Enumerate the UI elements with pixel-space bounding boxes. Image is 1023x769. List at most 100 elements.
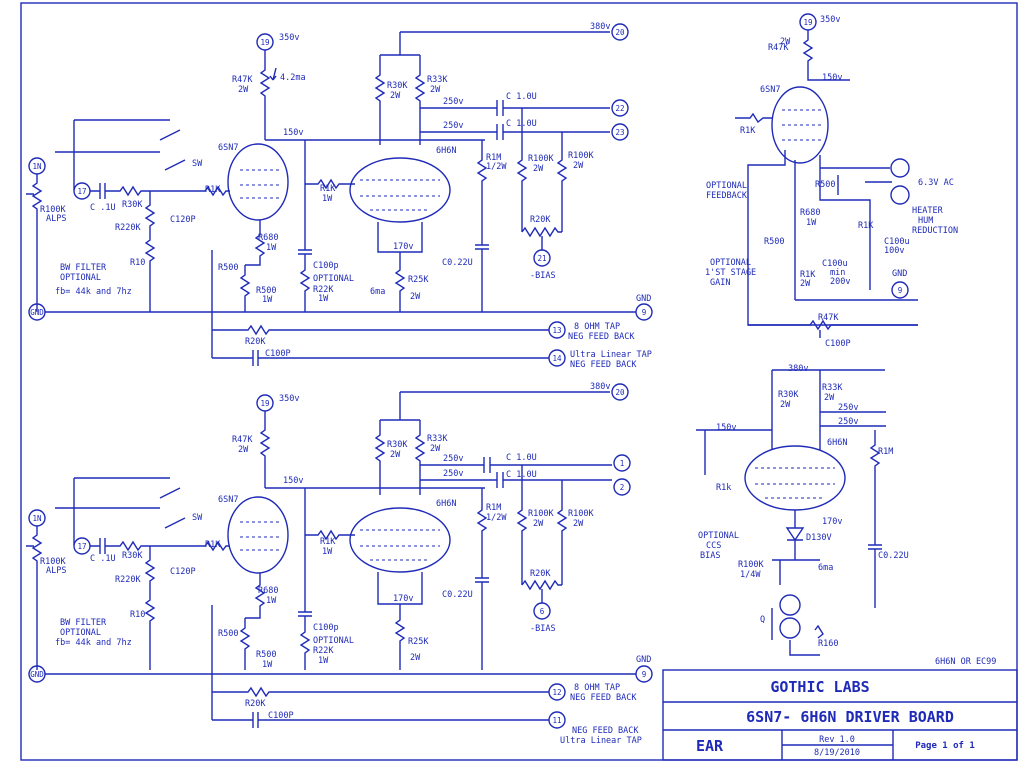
r1m-label-b: R1M	[486, 503, 501, 513]
r1m-label: R1M	[486, 153, 501, 163]
interstage-optional	[298, 140, 312, 312]
hum-150-label: 150v	[822, 73, 842, 83]
r100kc-label-b: R100K	[568, 509, 594, 519]
node-12-circle	[548, 683, 566, 701]
hum-g2: 1'ST STAGE	[705, 268, 756, 278]
r30k-label: R30K	[387, 81, 408, 91]
input-pot-alps-b: ALPS	[46, 566, 66, 576]
node-11-circle	[548, 711, 566, 729]
b-plus-350-label: 350v	[279, 33, 299, 43]
ccs-emitter	[771, 608, 824, 656]
interstage-optional-b	[298, 488, 312, 670]
node-19-label: 19	[260, 38, 269, 47]
rail-380v-label-b: 380v	[590, 382, 610, 392]
hum-node-19-label: 19	[803, 18, 812, 27]
cap-out-b	[420, 124, 610, 140]
r20k-label: R20K	[530, 215, 551, 225]
gnd-node-label: GND	[30, 308, 44, 317]
node-19b-label: 19	[260, 399, 269, 408]
hum-node-9	[891, 281, 909, 299]
node-20b-circle	[611, 383, 629, 401]
fb11-line1: NEG FEED BACK	[572, 726, 639, 736]
switch-label-b: SW	[192, 513, 203, 523]
cathode-6h6n	[377, 222, 423, 312]
node-17-label: 17	[77, 187, 86, 196]
tube-6sn7-elements	[240, 169, 280, 199]
node-1-circle	[613, 454, 631, 472]
grid-leak-b	[475, 488, 489, 670]
tube-6sn7	[227, 143, 289, 221]
cap-out-a-b	[420, 457, 612, 473]
ccs-380: 380v	[788, 364, 808, 374]
r10-label-b: R10	[130, 610, 145, 620]
cap-out-b-b	[420, 472, 612, 488]
node-9-label: 9	[642, 308, 647, 317]
node-12-label: 12	[552, 688, 561, 697]
current-arrow	[269, 67, 277, 81]
r30k-label-b: R30K	[387, 440, 408, 450]
ccs-diode	[772, 510, 820, 585]
bias-label: -BIAS	[530, 271, 556, 281]
r25k-label-b: R25K	[408, 637, 429, 647]
cap-a-label: C 1.0U	[506, 92, 537, 102]
cap-out-a	[420, 100, 610, 116]
ccs-r1m-label: R1M	[878, 447, 893, 457]
r22k-label-b: R22K	[313, 646, 334, 656]
tube-6h6n-label-b: 6H6N	[436, 499, 456, 509]
input-network	[90, 183, 190, 312]
v250b-label-b: 250v	[443, 469, 463, 479]
r30k-input-label-b: R30K	[122, 551, 143, 561]
node-20-label: 20	[615, 28, 625, 37]
r30k-watts-b: 2W	[390, 450, 401, 460]
ccs-diode-label: D130V	[806, 533, 832, 543]
r100kc-label: R100K	[568, 151, 594, 161]
r33k-label: R33K	[427, 75, 448, 85]
hum-ac-label: 6.3V AC	[918, 178, 954, 188]
node-9-circle	[635, 303, 653, 321]
hum-tube-elements	[782, 109, 822, 141]
hum-h2: HUM	[918, 216, 933, 226]
hum-tube	[771, 86, 829, 164]
company-name: GOTHIC LABS	[770, 678, 869, 696]
tube-6h6n-label: 6H6N	[436, 146, 456, 156]
r20kfb-label: R20K	[245, 337, 266, 347]
ccs-tube-label: 6H6N	[827, 438, 847, 448]
bw-filter-2-b: OPTIONAL	[60, 628, 101, 638]
hum-r47k	[802, 30, 850, 81]
node-1n-b-label: 1N	[32, 514, 41, 523]
optional-label-b: OPTIONAL	[313, 636, 354, 646]
board-title: 6SN7- 6H6N DRIVER BOARD	[746, 708, 954, 726]
input-pot-label: R100K	[40, 205, 66, 215]
ccs-tube	[744, 445, 846, 511]
ccs-transistor-b	[779, 617, 801, 639]
node-2-label: 2	[620, 483, 625, 492]
hum-r47k2: R47K	[818, 313, 839, 323]
c100p-label-b: C100p	[313, 623, 339, 633]
r1m-watts: 1/2W	[486, 162, 507, 172]
hum-r47k-watts: 2W	[780, 37, 791, 47]
r47k-label-b: R47K	[232, 435, 253, 445]
ccs-c022: C0.22U	[878, 551, 909, 561]
hum-min: min	[830, 268, 845, 278]
r1m-watts-b: 1/2W	[486, 513, 507, 523]
r25k-label: R25K	[408, 275, 429, 285]
hum-r1k2: R1K	[800, 270, 816, 280]
lower-channel: 19 350v R47K 2W 150v 20 380v R30K R33K 2…	[26, 382, 653, 746]
node-11-label: 11	[552, 716, 561, 725]
r1k2-watts-b: 1W	[322, 547, 333, 557]
hum-c100u: C100u	[822, 259, 848, 269]
hum-node-9-label: 9	[898, 286, 903, 295]
bw-filter-1-b: BW FILTER	[60, 618, 107, 628]
hum-ac-node-b	[890, 185, 910, 205]
node-20b-label: 20	[615, 388, 625, 397]
tube-6sn7-label: 6SN7	[218, 143, 238, 153]
ccs-r30k: R30K	[778, 390, 799, 400]
ccs-r33k: R33K	[822, 383, 843, 393]
r500b-watts-b: 1W	[262, 660, 273, 670]
title-grid	[663, 701, 1017, 760]
hum-r500-label: R500	[815, 180, 835, 190]
hum-350-label: 350v	[820, 15, 840, 25]
hum-grid-r	[735, 112, 772, 124]
ccs-r160: R160	[818, 639, 838, 649]
ccs-r1k: R1k	[716, 483, 731, 493]
